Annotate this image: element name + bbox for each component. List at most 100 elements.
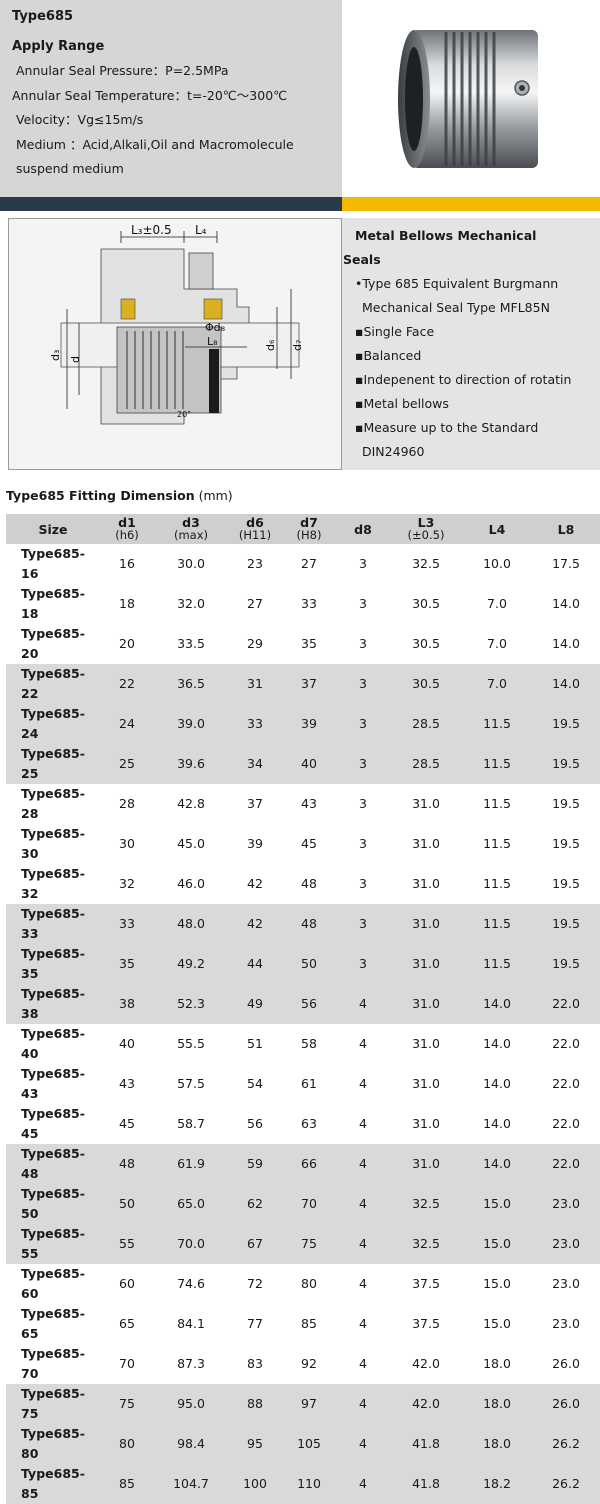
dim-d6-label: d₆ xyxy=(264,339,277,351)
value-cell: 7.0 xyxy=(462,584,532,624)
value-cell: 14.0 xyxy=(532,664,600,704)
feature-item: •Type 685 Equivalent Burgmann xyxy=(355,276,559,291)
value-cell: 15.0 xyxy=(462,1264,532,1304)
value-cell: 84.1 xyxy=(154,1304,228,1344)
value-cell: 46.0 xyxy=(154,864,228,904)
size-cell: Type685-18 xyxy=(6,584,100,624)
value-cell: 51 xyxy=(228,1024,282,1064)
value-cell: 29 xyxy=(228,624,282,664)
value-cell: 50 xyxy=(282,944,336,984)
value-cell: 14.0 xyxy=(462,1064,532,1104)
value-cell: 42 xyxy=(228,864,282,904)
value-cell: 48 xyxy=(100,1144,154,1184)
value-cell: 3 xyxy=(336,904,390,944)
value-cell: 45.0 xyxy=(154,824,228,864)
spec-velocity: Velocity：Vg≤15m/s xyxy=(16,112,144,127)
value-cell: 31.0 xyxy=(390,864,462,904)
value-cell: 65.0 xyxy=(154,1184,228,1224)
value-cell: 56 xyxy=(228,1104,282,1144)
value-cell: 3 xyxy=(336,664,390,704)
value-cell: 85 xyxy=(282,1304,336,1344)
value-cell: 23.0 xyxy=(532,1304,600,1344)
value-cell: 61 xyxy=(282,1064,336,1104)
value-cell: 41.8 xyxy=(390,1424,462,1464)
value-cell: 39.6 xyxy=(154,744,228,784)
value-cell: 88 xyxy=(228,1384,282,1424)
value-cell: 18.0 xyxy=(462,1344,532,1384)
value-cell: 42.0 xyxy=(390,1344,462,1384)
spec-panel: Type685 Apply Range Annular Seal Pressur… xyxy=(0,0,342,197)
value-cell: 33 xyxy=(100,904,154,944)
value-cell: 42.0 xyxy=(390,1384,462,1424)
value-cell: 19.5 xyxy=(532,864,600,904)
value-cell: 32.0 xyxy=(154,584,228,624)
value-cell: 31.0 xyxy=(390,944,462,984)
value-cell: 65 xyxy=(100,1304,154,1344)
size-cell: Type685-16 xyxy=(6,544,100,584)
value-cell: 22.0 xyxy=(532,1064,600,1104)
value-cell: 17.5 xyxy=(532,544,600,584)
value-cell: 70 xyxy=(282,1184,336,1224)
seal-photo-illustration xyxy=(398,30,538,168)
value-cell: 22.0 xyxy=(532,1024,600,1064)
value-cell: 31.0 xyxy=(390,904,462,944)
size-cell: Type685-25 xyxy=(6,744,100,784)
value-cell: 31.0 xyxy=(390,1024,462,1064)
feature-item: ▪Indepenent to direction of rotatin xyxy=(355,372,572,387)
value-cell: 4 xyxy=(336,1464,390,1504)
value-cell: 11.5 xyxy=(462,784,532,824)
value-cell: 48.0 xyxy=(154,904,228,944)
value-cell: 48 xyxy=(282,864,336,904)
value-cell: 61.9 xyxy=(154,1144,228,1184)
column-header-unit: (max) xyxy=(173,528,209,542)
size-cell: Type685-50 xyxy=(6,1184,100,1224)
value-cell: 41.8 xyxy=(390,1464,462,1504)
column-header-name: L3 xyxy=(417,515,435,530)
feature-item: ▪Balanced xyxy=(355,348,422,363)
value-cell: 28.5 xyxy=(390,704,462,744)
value-cell: 70 xyxy=(100,1344,154,1384)
value-cell: 45 xyxy=(100,1104,154,1144)
value-cell: 56 xyxy=(282,984,336,1024)
column-header-name: d3 xyxy=(182,515,200,530)
value-cell: 85 xyxy=(100,1464,154,1504)
header-section: Type685 Apply Range Annular Seal Pressur… xyxy=(0,0,600,197)
value-cell: 54 xyxy=(228,1064,282,1104)
value-cell: 20 xyxy=(100,624,154,664)
value-cell: 57.5 xyxy=(154,1064,228,1104)
column-header-name: Size xyxy=(38,521,68,537)
value-cell: 15.0 xyxy=(462,1304,532,1344)
value-cell: 35 xyxy=(282,624,336,664)
value-cell: 19.5 xyxy=(532,744,600,784)
value-cell: 40 xyxy=(282,744,336,784)
value-cell: 11.5 xyxy=(462,704,532,744)
column-header-name: d7 xyxy=(300,515,318,530)
value-cell: 4 xyxy=(336,1384,390,1424)
dim-l8-label: L₈ xyxy=(207,335,218,348)
value-cell: 15.0 xyxy=(462,1184,532,1224)
value-cell: 50 xyxy=(100,1184,154,1224)
size-cell: Type685-75 xyxy=(6,1384,100,1424)
column-header: d8 xyxy=(336,514,390,544)
value-cell: 7.0 xyxy=(462,624,532,664)
column-header-unit: (±0.5) xyxy=(407,528,445,542)
value-cell: 33.5 xyxy=(154,624,228,664)
spec-medium: Medium ：Acid,Alkali,Oil and Macromolecul… xyxy=(16,136,294,152)
table-title: Type685 Fitting Dimension (mm) xyxy=(6,488,600,506)
value-cell: 3 xyxy=(336,584,390,624)
value-cell: 42.8 xyxy=(154,784,228,824)
table-title-text: Type685 Fitting Dimension xyxy=(6,488,195,503)
